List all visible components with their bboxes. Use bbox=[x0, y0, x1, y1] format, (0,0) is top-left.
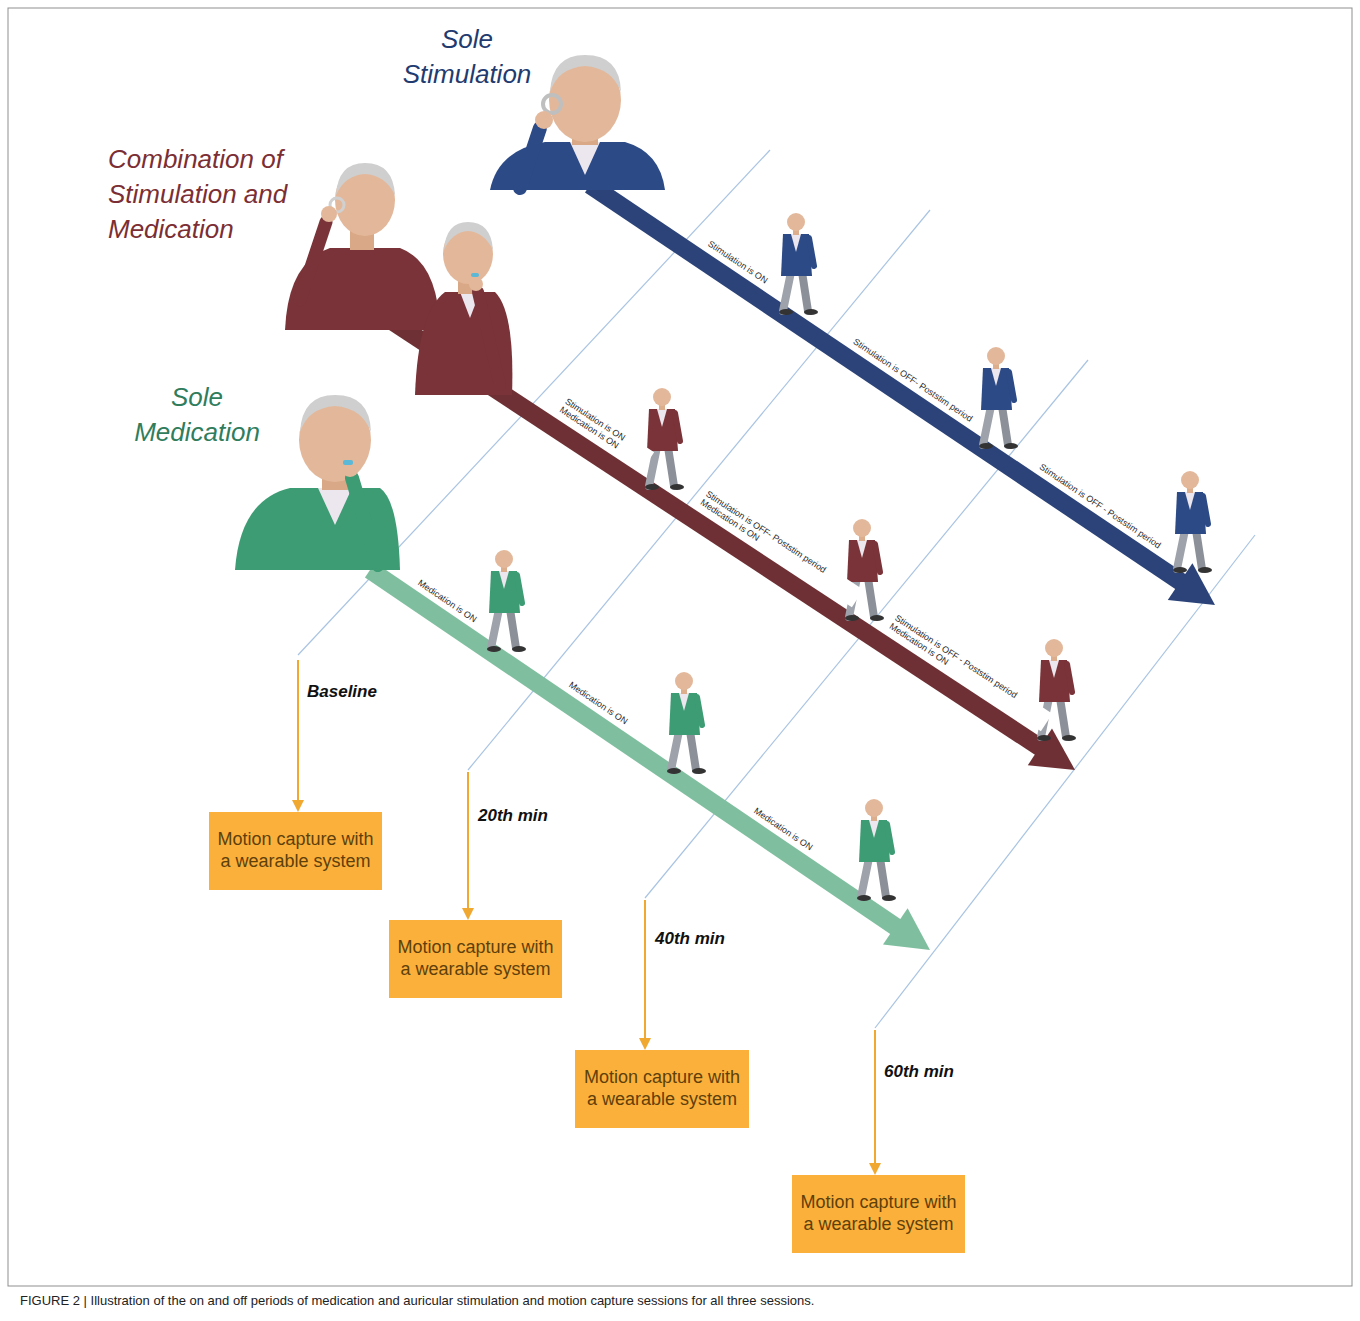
pointer-line bbox=[644, 900, 646, 1040]
capture-box: Motion capture with a wearable system bbox=[389, 920, 562, 998]
ear-device bbox=[543, 95, 561, 113]
box-text: Motion capture with a wearable system bbox=[395, 937, 556, 980]
arm bbox=[478, 292, 500, 385]
figure-frame bbox=[8, 8, 1352, 1286]
period-label: Stimulation is OFF - Poststim period Med… bbox=[886, 612, 1053, 731]
pointer-line bbox=[297, 660, 299, 802]
time-label: Baseline bbox=[307, 682, 377, 702]
capture-box: Motion capture with a wearable system bbox=[209, 812, 382, 890]
pointer-head bbox=[869, 1163, 881, 1175]
hair bbox=[550, 55, 621, 92]
walking-figure bbox=[979, 347, 1018, 449]
pill bbox=[471, 273, 479, 277]
hand bbox=[535, 111, 553, 129]
period-label: Medication is ON bbox=[414, 576, 480, 625]
time-line bbox=[875, 535, 1255, 1028]
pointer-head bbox=[462, 908, 474, 920]
walking-figure bbox=[667, 672, 706, 774]
session-arrows bbox=[370, 185, 1215, 950]
session-heading: Sole Medication bbox=[117, 380, 277, 450]
hand bbox=[341, 459, 359, 477]
arm bbox=[300, 222, 326, 300]
arm bbox=[352, 478, 378, 565]
walking-figure bbox=[779, 213, 818, 315]
pointer-line bbox=[467, 772, 469, 910]
period-label: Medication is ON bbox=[566, 679, 632, 728]
period-label: Stimulation is OFF- Poststim period Medi… bbox=[697, 488, 864, 607]
hand bbox=[469, 277, 483, 291]
walking-figure bbox=[487, 550, 526, 652]
session-heading: Sole Stimulation bbox=[387, 22, 547, 92]
time-label: 40th min bbox=[655, 929, 725, 949]
capture-pointers bbox=[292, 660, 881, 1175]
medication-arrow bbox=[370, 570, 896, 927]
period-label: Stimulation is ON Medication is ON bbox=[556, 395, 654, 469]
pointer-head bbox=[292, 800, 304, 812]
walking-figure bbox=[1173, 471, 1212, 573]
hair bbox=[336, 163, 395, 195]
time-grid bbox=[298, 150, 1255, 1028]
time-label: 60th min bbox=[884, 1062, 954, 1082]
stimulation-arrow bbox=[590, 185, 1181, 582]
time-label: 20th min bbox=[478, 806, 548, 826]
arm bbox=[520, 128, 540, 188]
box-text: Motion capture with a wearable system bbox=[798, 1192, 959, 1235]
portrait-combination-ear bbox=[285, 163, 440, 330]
box-text: Motion capture with a wearable system bbox=[581, 1067, 743, 1110]
head bbox=[335, 164, 395, 236]
walking-figure bbox=[645, 388, 684, 490]
walking-figures bbox=[487, 213, 1212, 901]
pointer-line bbox=[874, 1030, 876, 1165]
pointer-head bbox=[639, 1038, 651, 1050]
session-heading: Combination of Stimulation and Medicatio… bbox=[108, 142, 313, 247]
hair bbox=[300, 395, 371, 432]
hand bbox=[321, 206, 337, 222]
period-label: Stimulation is OFF - Poststim period bbox=[1036, 460, 1165, 551]
portrait-combination-pill bbox=[415, 222, 512, 395]
box-text: Motion capture with a wearable system bbox=[215, 829, 376, 872]
shirt bbox=[570, 142, 600, 175]
hair bbox=[444, 222, 493, 250]
period-label: Stimulation is ON bbox=[704, 238, 771, 288]
pill bbox=[343, 460, 353, 465]
figure-caption: FIGURE 2 | Illustration of the on and of… bbox=[20, 1293, 814, 1308]
walking-figure bbox=[857, 799, 896, 901]
capture-box: Motion capture with a wearable system bbox=[575, 1050, 749, 1128]
capture-box: Motion capture with a wearable system bbox=[792, 1175, 965, 1253]
arrow-head bbox=[883, 908, 930, 950]
period-label: Medication is ON bbox=[750, 804, 816, 853]
jacket bbox=[415, 292, 512, 395]
period-label: Stimulation is OFF- Poststim period bbox=[849, 335, 976, 425]
shirt bbox=[318, 488, 352, 525]
